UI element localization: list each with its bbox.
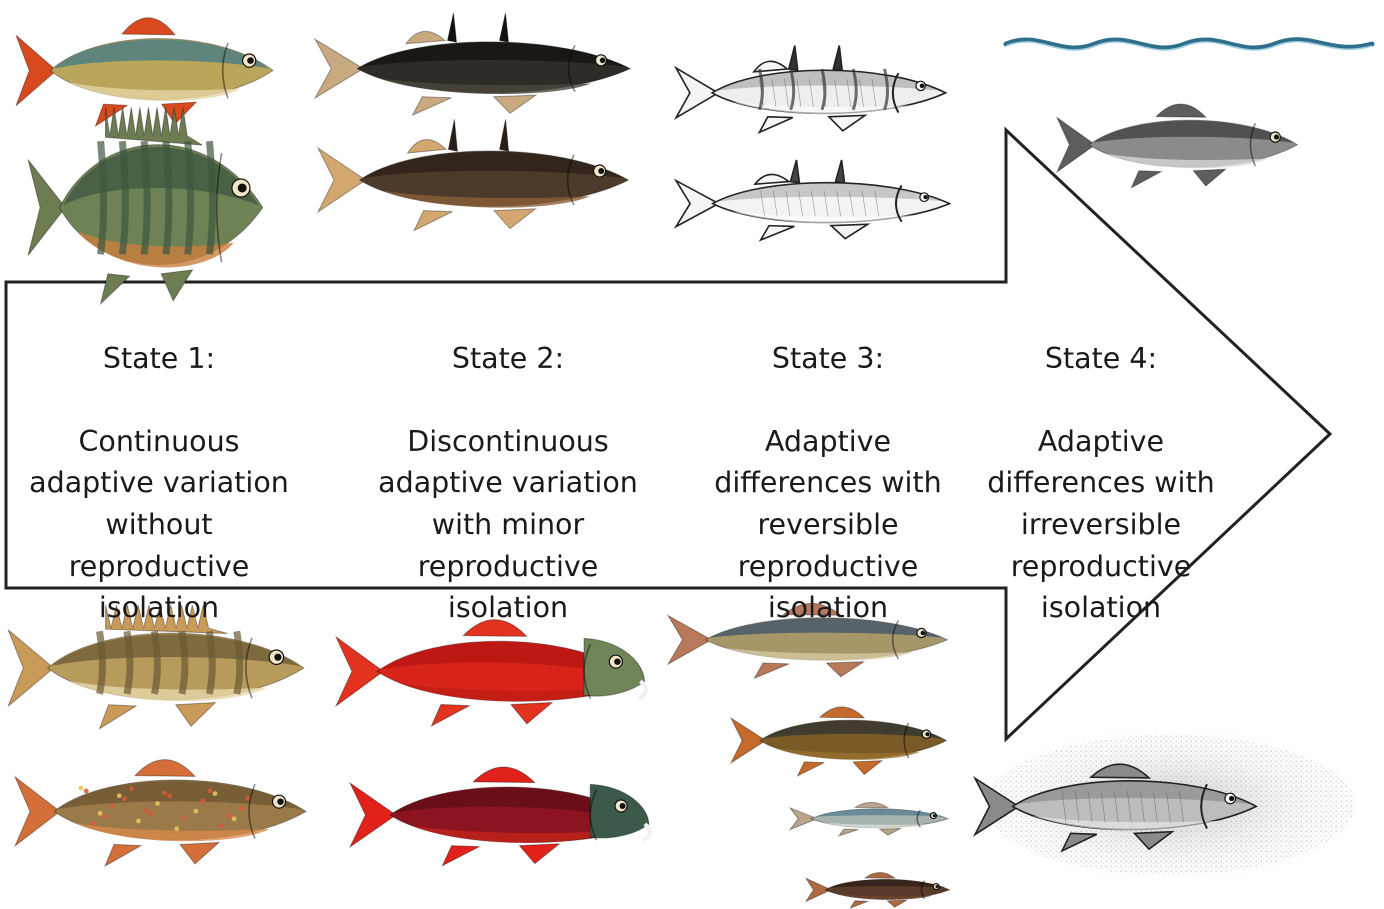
stickleback-dark-2-fish-icon: [318, 119, 628, 230]
state-3-description: Adaptive differences with reversible rep…: [693, 421, 963, 629]
state-4-label: State 4: Adaptive differences with irrev…: [966, 296, 1236, 670]
whitefish-gray-fish-icon: [1057, 104, 1298, 188]
stickleback-dark-1-fish-icon: [315, 13, 630, 115]
char-3-fish-icon: [790, 802, 948, 836]
state-2-description: Discontinuous adaptive variation with mi…: [373, 421, 643, 629]
state-3-label: State 3: Adaptive differences with rever…: [693, 296, 963, 670]
stickleback-sketch-1-fish-icon: [676, 46, 946, 133]
state-1-title: State 1:: [24, 338, 294, 380]
stickleback-sketch-2-fish-icon: [676, 160, 950, 240]
sockeye-2-fish-icon: [350, 767, 650, 866]
state-2-title: State 2:: [373, 338, 643, 380]
state-4-description: Adaptive differences with irreversible r…: [966, 421, 1236, 629]
char-2-fish-icon: [731, 707, 946, 776]
state-4-title: State 4:: [966, 338, 1236, 380]
bluegill-fish-icon: [28, 107, 263, 303]
state-3-title: State 3:: [693, 338, 963, 380]
state-2-label: State 2: Discontinuous adaptive variatio…: [373, 296, 643, 670]
char-4-fish-icon: [806, 873, 950, 908]
rudd-fish-icon: [16, 18, 273, 126]
state-1-description: Continuous adaptive variation without re…: [24, 421, 294, 629]
ribbon-fish-icon: [1006, 40, 1372, 50]
state-1-label: State 1: Continuous adaptive variation w…: [24, 296, 294, 670]
brook-trout-fish-icon: [15, 760, 306, 866]
